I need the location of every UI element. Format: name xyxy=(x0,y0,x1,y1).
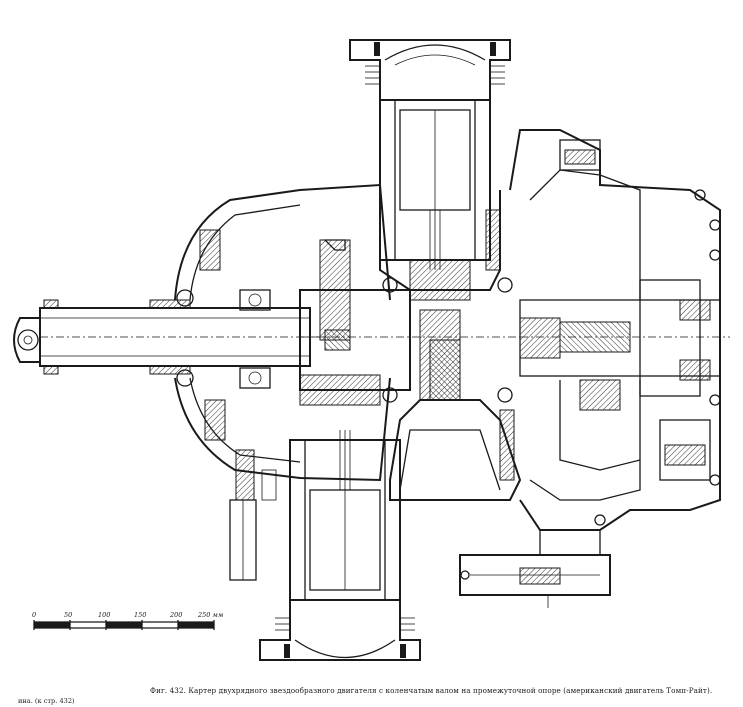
intake-duct xyxy=(459,529,611,608)
top-cylinder xyxy=(349,39,511,270)
crankshaft xyxy=(299,239,520,406)
rear-supercharger-housing xyxy=(509,129,730,531)
lower-accessory-drive xyxy=(229,449,277,581)
scale-bar: 0 50 100 150 200 250 мм xyxy=(32,611,223,630)
scale-label-100: 100 xyxy=(98,611,110,619)
scale-label-50: 50 xyxy=(64,611,72,619)
scale-label-150: 150 xyxy=(134,611,146,619)
propeller-shaft xyxy=(13,299,330,375)
scale-label-200: 200 xyxy=(169,611,182,619)
main-crankcase xyxy=(379,185,522,501)
front-nose-housing xyxy=(174,183,391,482)
scale-label-250: 250 мм xyxy=(197,611,223,619)
scale-label-0: 0 xyxy=(32,611,36,619)
bottom-cylinder xyxy=(259,430,421,661)
figure-caption: Фиг. 432. Картер двухрядного звездообраз… xyxy=(150,686,713,695)
page-reference: ина. (к стр. 432) xyxy=(18,697,75,705)
